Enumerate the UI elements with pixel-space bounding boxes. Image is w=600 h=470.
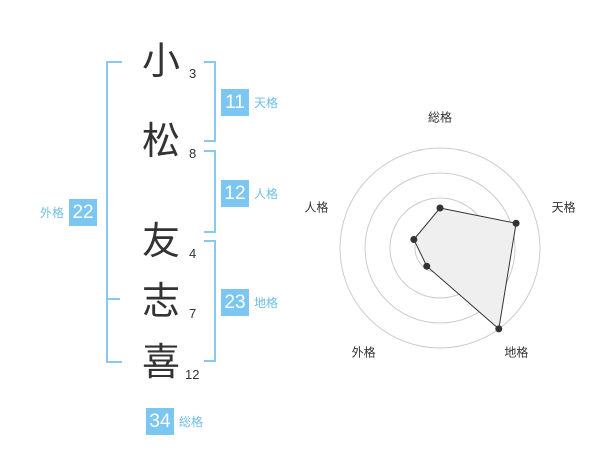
radar-point-5 — [410, 236, 418, 244]
tenkaku-badge: 11 天格 — [221, 89, 278, 116]
gaikaku-label: 外格 — [40, 206, 65, 220]
radar-point-4 — [423, 262, 431, 270]
jinkaku-badge: 12 人格 — [221, 180, 278, 207]
soukaku-badge: 34 総格 — [146, 408, 203, 435]
radar-point-3 — [495, 325, 503, 333]
radar-axis-label-4: 外格 — [352, 345, 376, 360]
jinkaku-label: 人格 — [254, 187, 279, 201]
chikaku-badge: 23 地格 — [221, 289, 278, 316]
name-char-1: 小 — [141, 39, 180, 83]
gaikaku-value: 22 — [69, 199, 98, 226]
radar-ring-4 — [339, 147, 541, 349]
tenkaku-bracket — [204, 61, 216, 142]
radar-axis-label-3: 地格 — [504, 345, 528, 360]
jinkaku-value: 12 — [221, 180, 249, 207]
tenkaku-value: 11 — [221, 89, 249, 116]
radar-series — [410, 204, 520, 333]
radar-ring-3 — [364, 172, 516, 324]
gaikaku-bracket-divider — [106, 298, 120, 300]
stroke-count-2: 8 — [189, 146, 197, 161]
name-char-4: 志 — [141, 279, 180, 323]
radar-point-2 — [512, 219, 520, 227]
radar-point-1 — [436, 204, 444, 212]
name-char-3: 友 — [141, 219, 180, 263]
radar-axis-label-5: 人格 — [304, 199, 328, 214]
tenkaku-label: 天格 — [254, 96, 279, 110]
radar-axis-label-2: 天格 — [552, 199, 576, 214]
gaikaku-bracket — [106, 61, 122, 363]
radar-polygon — [413, 207, 517, 330]
name-char-5: 喜 — [141, 340, 180, 384]
name-char-2: 松 — [141, 119, 180, 163]
stroke-count-1: 3 — [189, 66, 197, 81]
chikaku-bracket — [204, 240, 216, 362]
chikaku-value: 23 — [221, 289, 249, 316]
stroke-count-4: 7 — [189, 306, 197, 321]
soukaku-label: 総格 — [179, 415, 204, 429]
soukaku-value: 34 — [146, 408, 174, 435]
radar-axis-label-1: 総格 — [428, 110, 452, 125]
chikaku-label: 地格 — [254, 296, 279, 310]
gaikaku-badge: 外格 22 — [40, 199, 98, 226]
stroke-count-5: 12 — [185, 367, 200, 382]
jinkaku-bracket — [204, 150, 216, 233]
stroke-count-3: 4 — [189, 246, 197, 261]
